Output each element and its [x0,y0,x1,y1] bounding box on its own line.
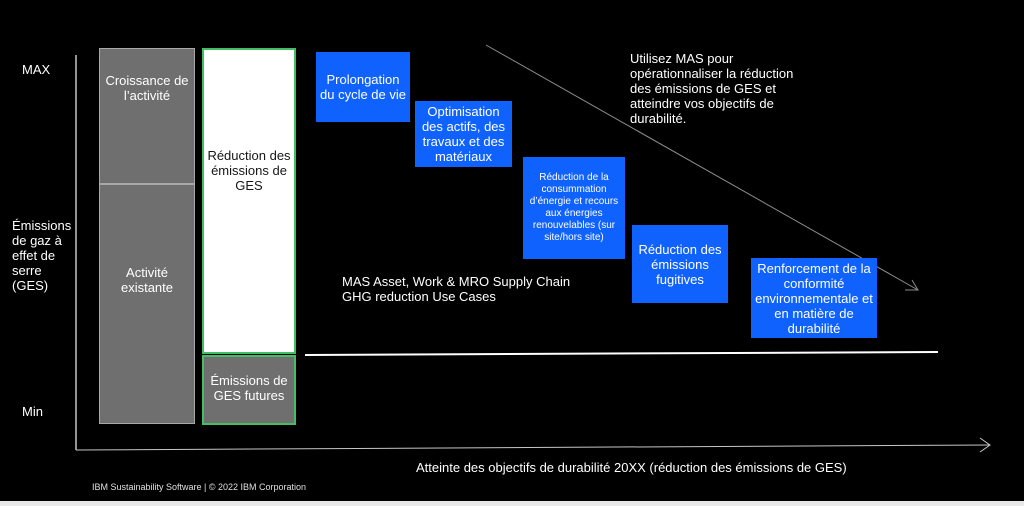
y-min-label: Min [22,404,43,419]
y-max-label: MAX [22,62,51,77]
bottom-scrollbar [0,501,1024,506]
reduction-label: Réduction des émissions de GES [207,147,291,193]
growth-label: Croissance de l’activité [105,73,189,103]
existing-activity-label: Activité existante [120,265,174,295]
use-cases-text: MAS Asset, Work & MRO Supply Chain GHG r… [342,274,571,304]
step-lifecycle-extension: Prolongation du cycle de vie [316,52,410,122]
current-emissions-bar [99,48,195,424]
step-compliance: Renforcement de la conformité environnem… [751,258,877,338]
x-axis-line [75,444,991,451]
callout-text: Utilisez MAS pour opérationnaliser la ré… [630,51,794,126]
bar-divider [100,183,194,185]
reduction-bar [202,48,296,354]
x-axis-title: Atteinte des objectifs de durabilité 20X… [416,460,847,475]
step-fugitive-emissions: Réduction des émissions fugitives [632,225,728,303]
target-baseline [304,351,939,356]
y-axis-title: Émissions de gaz à effet de serre (GES) [12,218,72,293]
x-axis-arrowhead [979,437,991,453]
future-emissions-bar [202,355,296,425]
trend-arrowhead [905,279,919,291]
future-emissions-label: Émissions de GES futures [210,373,288,403]
step-asset-optimization: Optimisation des actifs, des travaux et … [415,101,512,167]
trend-arrow-line [485,44,919,291]
footer-text: IBM Sustainability Software | © 2022 IBM… [92,482,307,492]
step-energy-reduction: Réduction de la consummation d’énergie e… [523,157,625,259]
